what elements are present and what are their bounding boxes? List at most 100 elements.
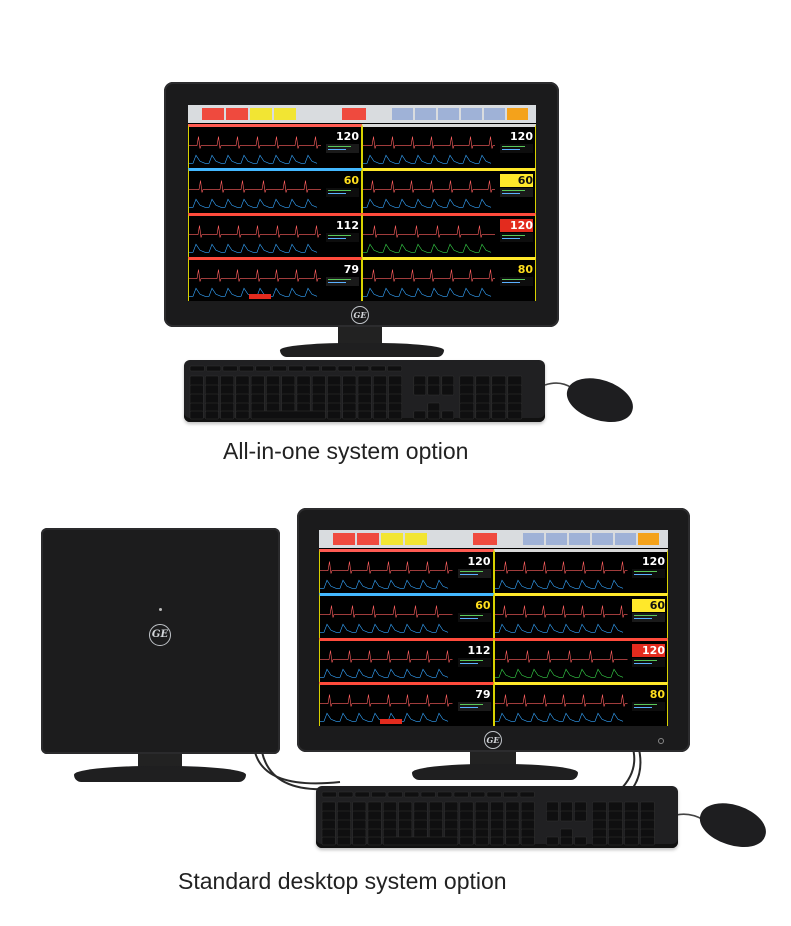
mouse[interactable] xyxy=(561,370,639,430)
keyboard-key xyxy=(592,801,607,813)
keyboard-key xyxy=(338,791,354,798)
alarm-indicator[interactable] xyxy=(333,533,355,545)
pleth-waveform xyxy=(494,668,623,678)
keyboard-key xyxy=(459,375,475,387)
patient-tile[interactable]: 60 xyxy=(188,168,362,213)
patient-tile[interactable]: 60 xyxy=(493,593,668,638)
keyboard-key xyxy=(474,836,489,846)
monitor-stand-base xyxy=(412,764,578,780)
keyboard-key xyxy=(342,410,357,420)
alarm-indicator[interactable] xyxy=(473,533,497,545)
menu-button[interactable] xyxy=(546,533,567,545)
menu-button[interactable] xyxy=(523,533,544,545)
keyboard-key xyxy=(413,384,427,396)
keyboard-key xyxy=(474,819,489,831)
keyboard-key xyxy=(205,375,219,387)
mouse[interactable] xyxy=(694,795,772,855)
alarm-indicator[interactable] xyxy=(226,108,248,120)
patient-tile[interactable]: 60 xyxy=(319,593,494,638)
keyboard-key xyxy=(459,810,474,822)
patient-tile[interactable]: 120 xyxy=(493,637,668,682)
ge-logo-icon: GE xyxy=(149,624,171,646)
alarm-indicator[interactable] xyxy=(202,108,224,120)
pleth-waveform xyxy=(320,579,449,589)
keyboard-key xyxy=(327,384,341,396)
silence-alarm-button[interactable] xyxy=(248,294,271,299)
keyboard-key xyxy=(475,410,491,420)
keyboard-key xyxy=(608,801,623,813)
keyboard[interactable] xyxy=(316,786,678,848)
keyboard-key xyxy=(404,791,420,798)
alarm-indicator[interactable] xyxy=(250,108,272,120)
keyboard-key xyxy=(235,393,250,405)
keyboard-key xyxy=(441,384,455,396)
keyboard-key xyxy=(250,410,326,420)
keyboard-key xyxy=(444,810,459,822)
patient-tile[interactable]: 79 xyxy=(319,681,494,726)
menu-button[interactable] xyxy=(438,108,459,120)
keyboard-key xyxy=(560,810,573,822)
cpu-tower: GE xyxy=(41,528,280,754)
patient-tile[interactable]: 120 xyxy=(319,549,494,594)
keyboard[interactable] xyxy=(184,360,545,422)
patient-tile[interactable]: 80 xyxy=(362,256,536,301)
waveform-graph xyxy=(320,650,453,678)
ecg-waveform xyxy=(494,650,627,663)
alarm-indicator[interactable] xyxy=(274,108,296,120)
keyboard-key xyxy=(370,365,386,372)
patient-tile[interactable]: 120 xyxy=(188,124,362,169)
alarm-indicator[interactable] xyxy=(342,108,366,120)
menu-button[interactable] xyxy=(392,108,413,120)
keyboard-key xyxy=(592,836,607,846)
patient-tile[interactable]: 120 xyxy=(362,212,536,257)
alarm-bell-button[interactable] xyxy=(638,533,659,545)
keyboard-key xyxy=(413,801,428,813)
patient-tile[interactable]: 120 xyxy=(362,124,536,169)
alarm-bell-button[interactable] xyxy=(507,108,528,120)
menu-button[interactable] xyxy=(615,533,636,545)
keyboard-key xyxy=(608,836,623,846)
heart-rate-value: 80 xyxy=(632,687,665,701)
silence-alarm-button[interactable] xyxy=(380,719,403,724)
keyboard-key xyxy=(470,791,486,798)
keyboard-key xyxy=(608,819,623,831)
pleth-waveform xyxy=(494,579,623,589)
keyboard-key xyxy=(337,365,353,372)
vitals-readout xyxy=(457,613,491,623)
keyboard-key xyxy=(357,375,372,387)
patient-tile[interactable]: 112 xyxy=(188,212,362,257)
vitals-readout xyxy=(632,613,665,623)
vitals-readout xyxy=(500,188,533,198)
waveform-graph xyxy=(320,561,453,589)
keyboard-key xyxy=(321,801,336,813)
menu-button[interactable] xyxy=(461,108,482,120)
patient-tile[interactable]: 79 xyxy=(188,256,362,301)
power-button-icon[interactable] xyxy=(658,738,664,744)
menu-button[interactable] xyxy=(484,108,505,120)
vitals-readout xyxy=(326,144,359,153)
menu-button[interactable] xyxy=(569,533,590,545)
patient-tile[interactable]: 60 xyxy=(362,168,536,213)
keyboard-key xyxy=(266,375,280,387)
menu-button[interactable] xyxy=(592,533,613,545)
vitals-readout xyxy=(326,232,359,242)
keyboard-key xyxy=(427,375,441,387)
patient-tile[interactable]: 112 xyxy=(319,637,494,682)
keyboard-key xyxy=(337,810,351,822)
menu-button[interactable] xyxy=(415,108,436,120)
keyboard-key xyxy=(367,801,382,813)
alarm-indicator[interactable] xyxy=(405,533,427,545)
keyboard-key xyxy=(624,836,639,846)
heart-rate-value: 60 xyxy=(632,599,665,613)
keyboard-key xyxy=(560,801,573,813)
keyboard-key xyxy=(321,810,336,822)
heart-rate-value: 120 xyxy=(632,643,665,657)
alarm-indicator[interactable] xyxy=(381,533,403,545)
keyboard-key xyxy=(398,801,413,813)
patient-tile[interactable]: 80 xyxy=(493,681,668,726)
keyboard-key xyxy=(220,410,235,420)
keyboard-key xyxy=(321,819,336,831)
keyboard-key xyxy=(441,410,455,420)
alarm-indicator[interactable] xyxy=(357,533,379,545)
patient-tile[interactable]: 120 xyxy=(493,549,668,594)
